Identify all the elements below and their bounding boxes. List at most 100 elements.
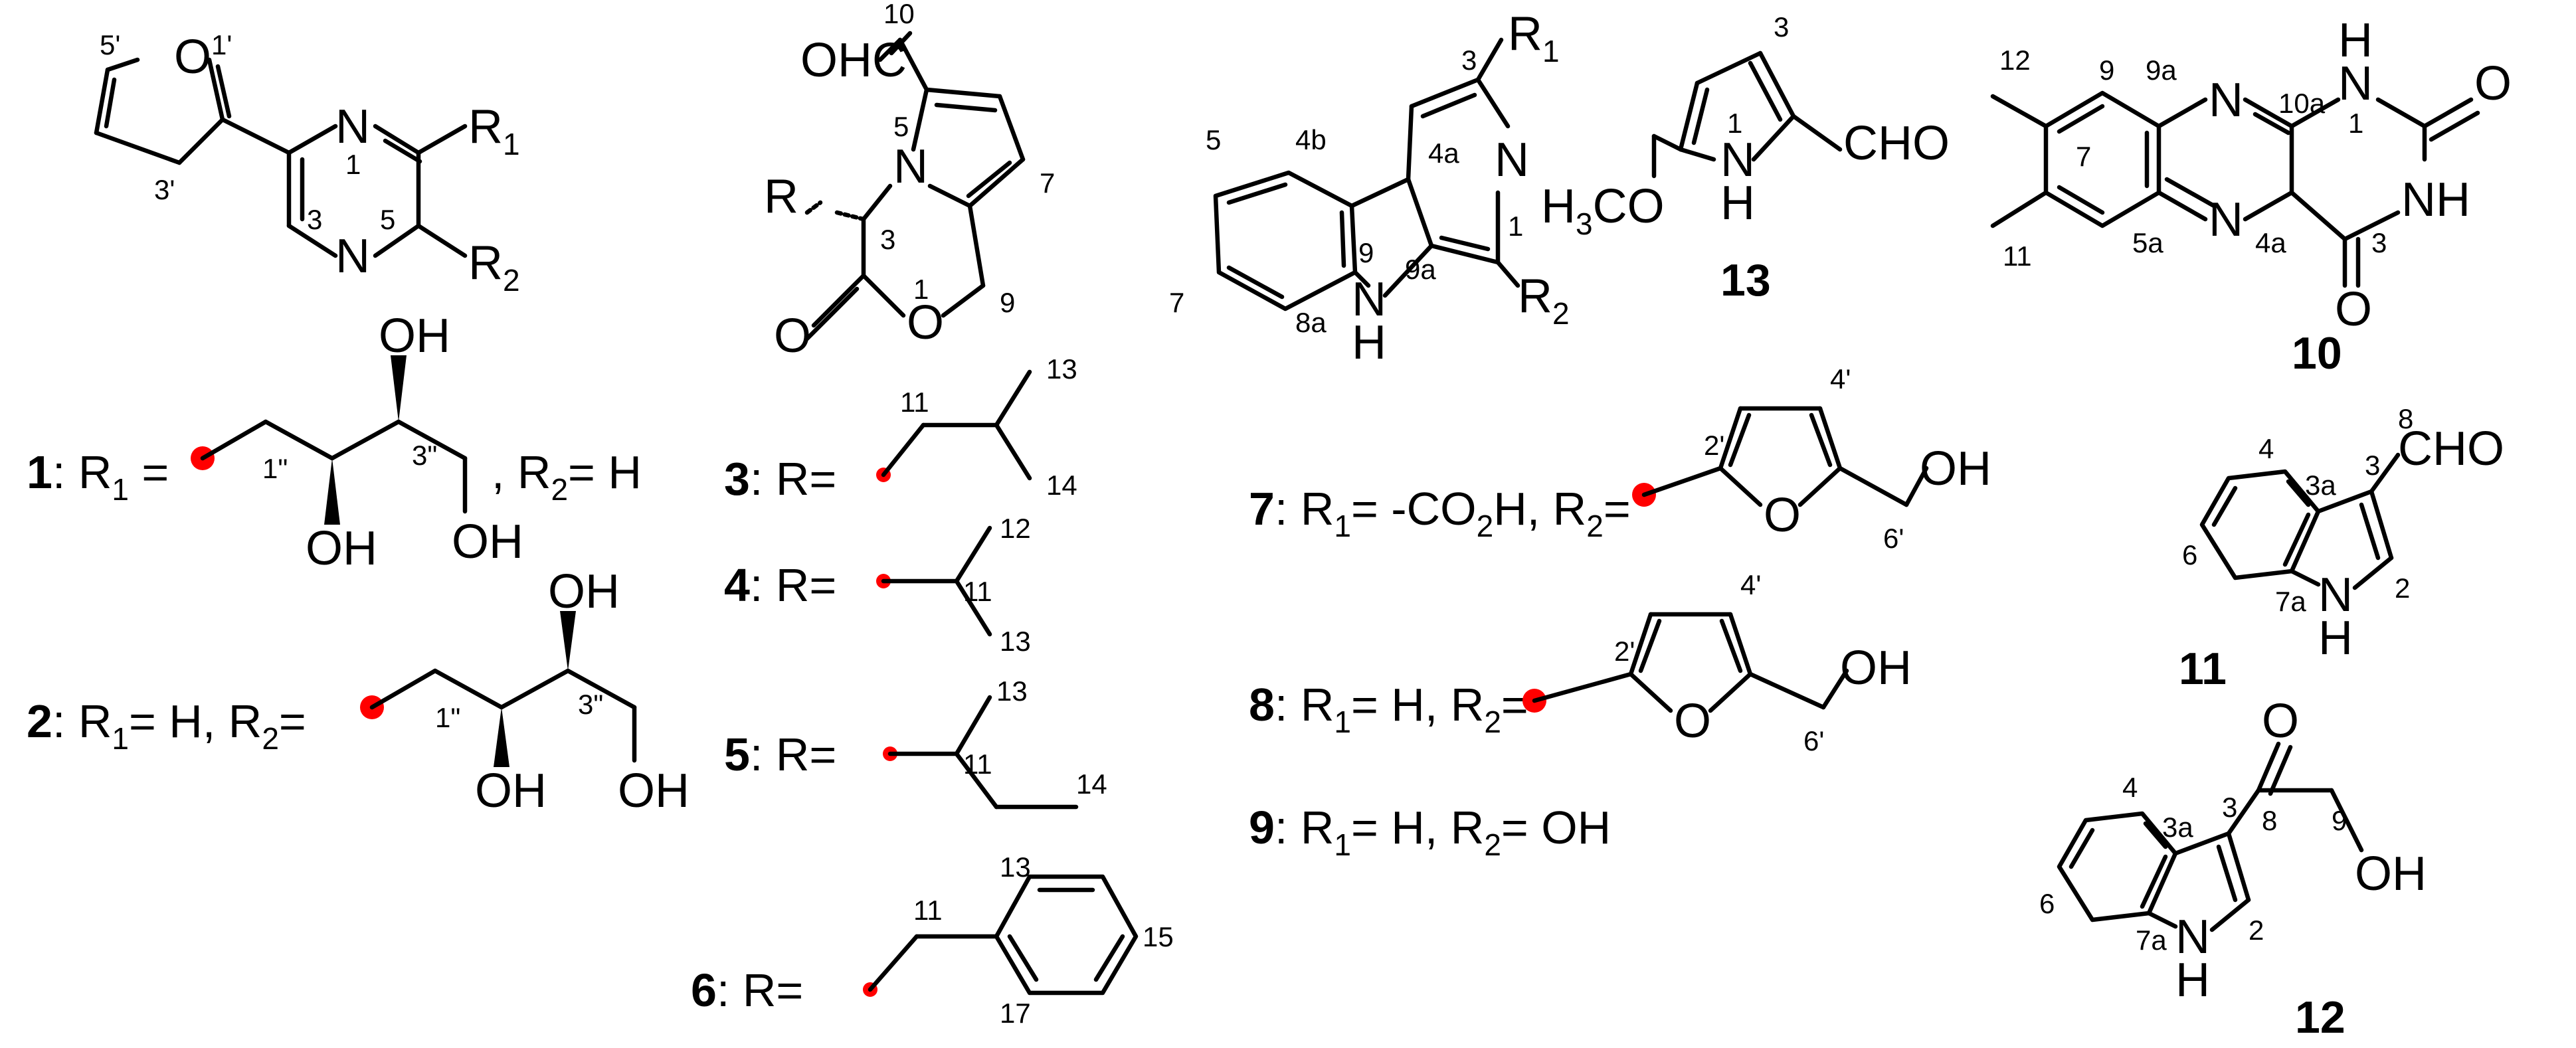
compound-11-number: 11 xyxy=(2179,644,2227,694)
compound-2-label: 2: R1= H, R2= OH OH OH 1" 3" xyxy=(27,565,690,818)
r1-label: R1 xyxy=(468,100,520,161)
compound-13-number: 13 xyxy=(1720,255,1771,306)
locant-1: 1 xyxy=(913,274,929,305)
locant-14: 14 xyxy=(1046,470,1077,501)
oh-label: OH xyxy=(618,764,690,818)
locant-2: 2 xyxy=(2249,915,2264,946)
compound-13-structure: N H CHO H3CO 3 1 13 xyxy=(1541,11,1950,306)
locant-1pp: 1" xyxy=(262,453,288,484)
locant-15: 15 xyxy=(1143,921,1174,952)
compound-4-text: 4: R= xyxy=(724,559,836,611)
compound-8-text: 8: R1= H, R2= xyxy=(1249,679,1528,739)
n5-label: N xyxy=(2209,74,2243,127)
furan-o-label: O xyxy=(1674,695,1711,748)
locant-9: 9 xyxy=(2332,805,2347,836)
compound-9-label: 9: R1= H, R2= OH xyxy=(1249,802,1611,862)
compound-10-number: 10 xyxy=(2292,328,2342,379)
nh-h-label: H xyxy=(1720,177,1755,230)
compound-6-substituent: 6: R= 11 13 15 17 xyxy=(691,851,1174,1029)
locant-n1: 1 xyxy=(345,149,361,180)
compound-3-text: 3: R= xyxy=(724,453,836,505)
locant-3a: 3a xyxy=(2162,812,2193,843)
nh3-label: NH xyxy=(2401,173,2470,226)
locant-8a: 8a xyxy=(1295,307,1327,338)
ohc-label: OHC xyxy=(800,34,907,87)
nh-label: N xyxy=(2175,911,2210,964)
locant-3: 3 xyxy=(2371,227,2387,258)
locant-9a: 9a xyxy=(2146,54,2177,86)
locant-13: 13 xyxy=(1046,353,1077,385)
oh-label: OH xyxy=(379,309,450,363)
nh-label: N xyxy=(2318,568,2353,622)
locant-7a: 7a xyxy=(2275,586,2306,617)
locant-5p: 5' xyxy=(100,29,120,60)
compound-8-substituent: 8: R1= H, R2= O OH 2' 4' 6' xyxy=(1249,569,1912,756)
locant-1: 1 xyxy=(1727,108,1742,139)
n10-label: N xyxy=(2209,193,2243,246)
compound-11-structure: N H CHO 8 4 3a 3 6 7a 2 11 xyxy=(2179,403,2504,694)
locant-13: 13 xyxy=(996,675,1028,707)
hn1-label: N xyxy=(2338,57,2373,110)
locant-10a: 10a xyxy=(2278,88,2326,119)
locant-3a: 3a xyxy=(2305,470,2336,501)
locant-11: 11 xyxy=(2003,240,2032,272)
locant-1: 1 xyxy=(2348,108,2363,139)
carbonyl-o-label: O xyxy=(774,309,811,363)
locant-2p: 2' xyxy=(1614,636,1635,667)
pyrazine-n1-label: N xyxy=(335,100,370,153)
o4-label: O xyxy=(2335,283,2372,336)
r2-label: R2 xyxy=(468,236,520,298)
locant-13: 13 xyxy=(1000,851,1031,883)
locant-3: 3 xyxy=(1461,44,1477,76)
locant-10: 10 xyxy=(883,0,915,29)
locant-4a: 4a xyxy=(2255,227,2286,258)
oh-label: OH xyxy=(2355,847,2427,901)
locant-7: 7 xyxy=(2076,141,2091,172)
locant-3: 3 xyxy=(2222,792,2237,823)
locant-n3: 3 xyxy=(307,204,322,235)
compound-10-structure: N N N H O NH O 12 9 9a 10a 1 7 11 5a 4a … xyxy=(1990,14,2512,379)
compound-3-core-structure: 10 OHC N O O R 5 7 3 1 9 xyxy=(764,0,1055,363)
compound-2-text: 2: R1= H, R2= xyxy=(27,695,306,756)
r1-label: R1 xyxy=(1508,7,1560,68)
locant-9: 9 xyxy=(1000,287,1015,318)
compound-6-text: 6: R= xyxy=(691,964,803,1016)
locant-n5: 5 xyxy=(380,204,395,235)
furan-oxygen-label: O xyxy=(174,31,211,84)
locant-3pp: 3" xyxy=(412,440,437,471)
locant-11: 11 xyxy=(900,387,929,418)
locant-7: 7 xyxy=(1169,287,1184,318)
nh-n-label: N xyxy=(1720,133,1755,187)
oh-label: OH xyxy=(306,522,377,575)
locant-5: 5 xyxy=(893,111,909,142)
locant-1pp: 1" xyxy=(435,702,460,733)
pyrazine-n4-label: N xyxy=(335,230,370,283)
compound-1-label: 1: R1 = OH OH OH 1" 3" , R2= H xyxy=(27,309,642,575)
compound-5-substituent: 5: R= 13 11 14 xyxy=(724,675,1107,810)
locant-2p: 2' xyxy=(1704,430,1724,461)
locant-6p: 6' xyxy=(1883,523,1904,554)
h-label: H xyxy=(1352,316,1386,369)
locant-6: 6 xyxy=(2039,888,2055,919)
h-label: H xyxy=(2175,954,2210,1007)
furan-o-label: O xyxy=(1764,489,1801,542)
locant-12: 12 xyxy=(1999,44,2031,76)
locant-8: 8 xyxy=(2398,403,2413,434)
h1-label: H xyxy=(2338,14,2373,67)
compound-1-text: 1: R1 = xyxy=(27,446,169,507)
compound-1-structure: O N N R1 R2 1' 5' 3' 1 3 5 xyxy=(94,29,520,298)
compound-3-substituent: 3: R= 11 13 14 xyxy=(724,353,1077,505)
locant-7a: 7a xyxy=(2136,924,2167,956)
locant-4p: 4' xyxy=(1830,363,1851,394)
locant-4: 4 xyxy=(2122,772,2138,803)
locant-9a: 9a xyxy=(1405,254,1436,285)
locant-3p: 3' xyxy=(154,174,175,205)
nh-label: N xyxy=(1352,273,1386,326)
locant-4a: 4a xyxy=(1428,137,1459,169)
locant-17: 17 xyxy=(1000,998,1031,1029)
compound-9-text: 9: R1= H, R2= OH xyxy=(1249,802,1611,862)
locant-6p: 6' xyxy=(1803,725,1824,756)
locant-11: 11 xyxy=(963,748,992,780)
locant-5: 5 xyxy=(1206,124,1221,155)
